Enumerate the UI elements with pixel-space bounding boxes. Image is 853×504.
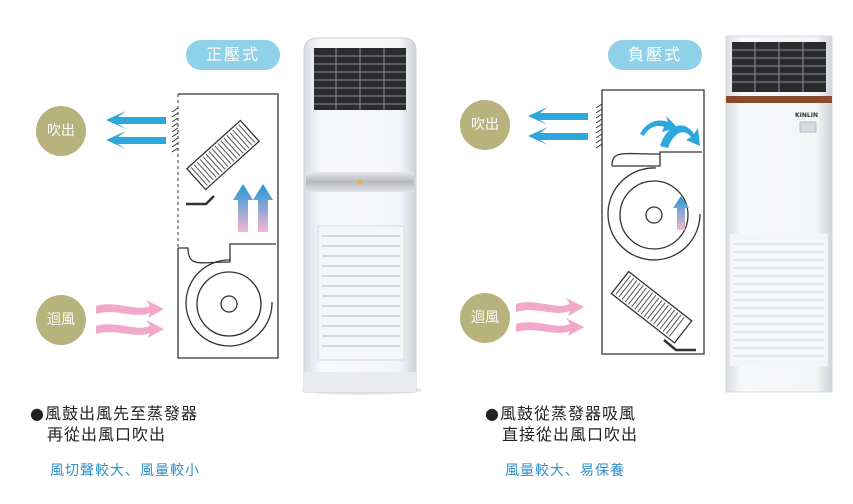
left-drain-tray (186, 195, 215, 206)
left-airflow-up-arrow-2 (253, 184, 273, 232)
left-subcaption: 風切聲較大、風量較小 (50, 463, 200, 479)
right-blower-hub (645, 206, 663, 224)
left-cabinet-outline (177, 93, 279, 359)
right-curved-arrow-1 (640, 116, 678, 136)
right-ac-unit-image (725, 35, 833, 393)
left-outlet-arrow-2 (106, 131, 166, 149)
left-inlet-arrow-2 (96, 320, 164, 338)
left-ac-unit-image (302, 37, 422, 395)
left-blower-hub (220, 295, 238, 313)
right-blower-duct (612, 151, 702, 167)
mode-label-positive: 正壓式 (186, 40, 280, 70)
right-outlet-arrow-1 (528, 107, 588, 125)
left-caption: ●風鼓出風先至蒸發器 再從出風口吹出 (30, 403, 198, 445)
right-drain-tray (663, 339, 696, 352)
left-outlet-arrow-1 (106, 111, 166, 129)
right-outlet-badge: 吹出 (460, 100, 510, 150)
right-blower-wheel (619, 180, 689, 250)
left-evaporator-coil (185, 119, 261, 191)
right-inlet-arrow-1 (516, 298, 584, 316)
mode-label-negative: 負壓式 (608, 40, 702, 70)
left-blower-housing (185, 259, 273, 347)
right-caption-line-2: 直接從出風口吹出 (502, 425, 639, 444)
left-schematic (96, 93, 279, 359)
right-subcaption: 風量較大、易保養 (505, 463, 625, 479)
right-inlet-arrow-2 (516, 318, 584, 336)
right-airflow-up-arrow (673, 196, 689, 230)
right-caption: ●風鼓從蒸發器吸風 直接從出風口吹出 (485, 403, 638, 445)
right-caption-line-1: ●風鼓從蒸發器吸風 (485, 404, 636, 423)
right-outlet-grille (595, 103, 603, 149)
right-unit-brand-logo: KINLIN (795, 112, 818, 119)
left-caption-line-2: 再從出風口吹出 (47, 425, 167, 444)
left-blower-duct (178, 243, 276, 264)
right-evaporator-coil (610, 270, 693, 344)
left-airflow-up-arrow-1 (233, 184, 253, 232)
left-blower-wheel (196, 271, 262, 337)
right-blower-housing (607, 167, 701, 261)
left-inlet-badge: 迴風 (36, 295, 86, 345)
right-cabinet-outline (601, 89, 705, 355)
right-unit-accent-band (726, 96, 832, 103)
left-outlet-grille (171, 107, 179, 153)
right-curved-arrow-2 (660, 125, 700, 148)
right-schematic (516, 89, 705, 355)
right-outlet-arrow-2 (528, 127, 588, 145)
left-outlet-badge: 吹出 (36, 106, 86, 156)
right-inlet-badge: 迴風 (460, 293, 510, 343)
left-inlet-arrow-1 (96, 300, 164, 318)
left-caption-line-1: ●風鼓出風先至蒸發器 (30, 404, 198, 423)
